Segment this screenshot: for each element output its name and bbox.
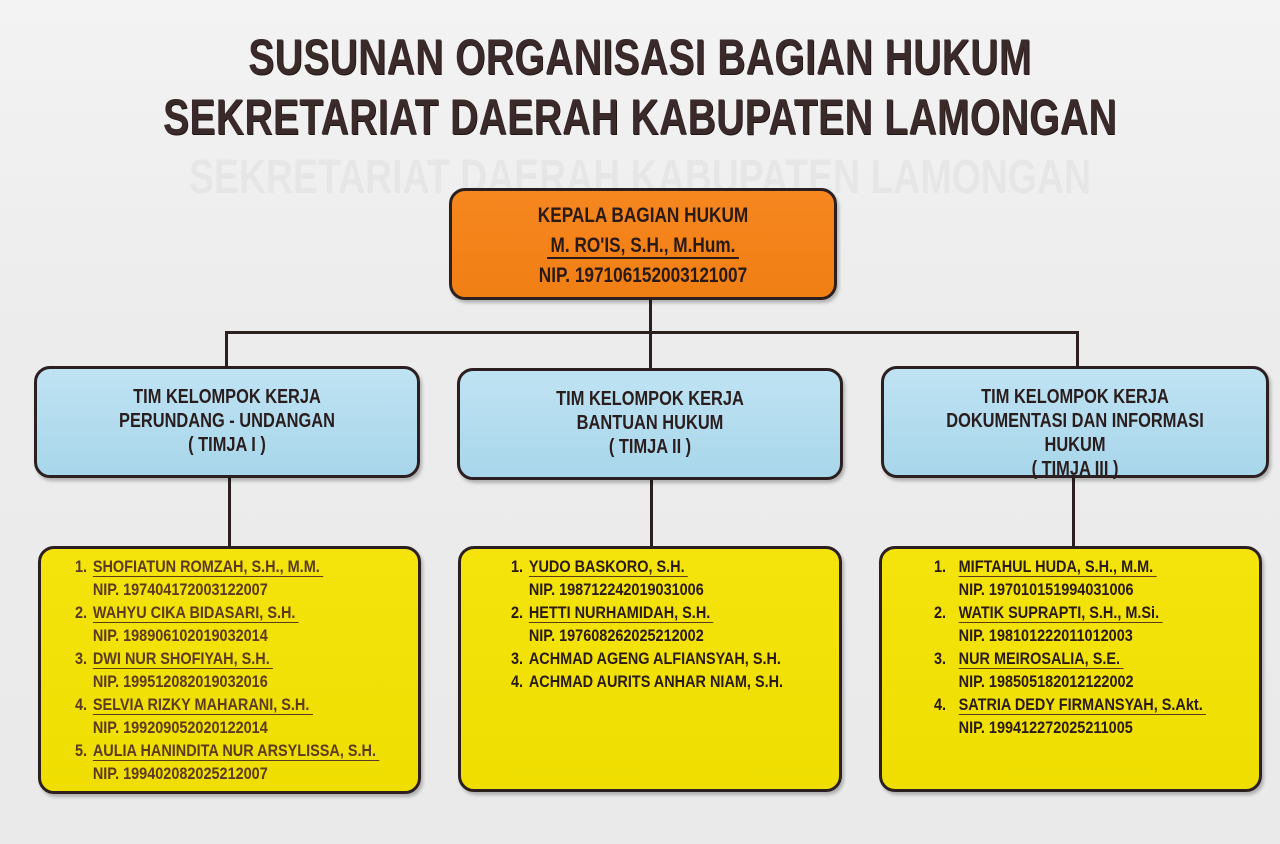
member-nip: NIP. 198712242019031006: [528, 580, 704, 599]
member-item: 3.ACHMAD AGENG ALFIANSYAH, S.H.: [511, 647, 832, 670]
member-box-timja-2: 1.YUDO BASKORO, S.H. NIP. 19871224201903…: [458, 546, 842, 792]
head-position: KEPALA BAGIAN HUKUM: [537, 204, 749, 227]
team-name: PERUNDANG - UNDANGAN: [119, 410, 335, 432]
member-box-timja-3: 1. MIFTAHUL HUDA, S.H., M.M. NIP. 1970101…: [879, 546, 1262, 792]
member-number: 3.: [934, 649, 947, 668]
team-label: TIM KELOMPOK KERJA: [981, 386, 1169, 408]
member-item: 4.ACHMAD AURITS ANHAR NIAM, S.H.: [511, 670, 832, 693]
member-number: 1.: [75, 557, 88, 576]
connector-head-down: [649, 299, 652, 369]
member-nip: NIP. 198101222011012003: [958, 626, 1133, 645]
team-box-timja-1: TIM KELOMPOK KERJA PERUNDANG - UNDANGAN …: [34, 366, 420, 478]
member-name: NUR MEIROSALIA, S.E.: [958, 649, 1124, 669]
head-of-division-box: KEPALA BAGIAN HUKUM M. RO'IS, S.H., M.Hu…: [449, 188, 837, 300]
member-nip: NIP. 199402082025212007: [92, 764, 268, 783]
team-name: DOKUMENTASI DAN INFORMASI HUKUM: [946, 410, 1204, 456]
member-item: 2. WATIK SUPRAPTI, S.H., M.Si. NIP. 19810…: [934, 601, 1254, 647]
team-code: ( TIMJA III ): [1031, 458, 1119, 480]
member-number: 3.: [511, 649, 524, 668]
member-item: 2.HETTI NURHAMIDAH, S.H. NIP. 1976082620…: [511, 601, 832, 647]
member-name: AULIA HANINDITA NUR ARSYLISSA, S.H.: [92, 741, 380, 761]
member-number: 1.: [511, 557, 524, 576]
member-nip: NIP. 197404172003122007: [92, 580, 268, 599]
title-line-1: SUSUNAN ORGANISASI BAGIAN HUKUM: [248, 29, 1032, 85]
member-number: 4.: [75, 695, 88, 714]
member-name: WATIK SUPRAPTI, S.H., M.Si.: [958, 603, 1163, 623]
member-item: 2.WAHYU CIKA BIDASARI, S.H. NIP. 1989061…: [75, 601, 395, 647]
team-label: TIM KELOMPOK KERJA: [133, 386, 321, 408]
member-list: 1.YUDO BASKORO, S.H. NIP. 19871224201903…: [461, 555, 839, 693]
member-name: ACHMAD AURITS ANHAR NIAM, S.H.: [528, 672, 784, 691]
head-name-row: M. RO'IS, S.H., M.Hum.: [486, 231, 799, 261]
team-name: BANTUAN HUKUM: [576, 412, 724, 434]
member-name: SELVIA RIZKY MAHARANI, S.H.: [92, 695, 313, 715]
member-nip: NIP. 199209052020122014: [92, 718, 268, 737]
member-item: 4. SATRIA DEDY FIRMANSYAH, S.Akt. NIP. 19…: [934, 693, 1254, 739]
team-code: ( TIMJA II ): [608, 436, 692, 458]
member-item: 1.YUDO BASKORO, S.H. NIP. 19871224201903…: [511, 555, 832, 601]
member-name: MIFTAHUL HUDA, S.H., M.M.: [958, 557, 1157, 577]
team-label: TIM KELOMPOK KERJA: [556, 388, 744, 410]
member-name: YUDO BASKORO, S.H.: [528, 557, 689, 577]
member-number: 1.: [934, 557, 947, 576]
member-number: 3.: [75, 649, 88, 668]
member-list: 1. MIFTAHUL HUDA, S.H., M.M. NIP. 1970101…: [882, 555, 1259, 739]
member-nip: NIP. 199412272025211005: [958, 718, 1133, 737]
member-box-timja-1: 1.SHOFIATUN ROMZAH, S.H., M.M. NIP. 1974…: [38, 546, 421, 794]
team-box-timja-2: TIM KELOMPOK KERJA BANTUAN HUKUM ( TIMJA…: [457, 368, 843, 480]
connector-team3-up: [1076, 331, 1079, 368]
member-number: 2.: [511, 603, 524, 622]
connector-horizontal: [225, 331, 1079, 334]
member-number: 4.: [934, 695, 947, 714]
member-item: 3. NUR MEIROSALIA, S.E. NIP. 198505182012…: [934, 647, 1254, 693]
member-number: 2.: [934, 603, 947, 622]
member-nip: NIP. 199512082019032016: [92, 672, 268, 691]
member-item: 1. MIFTAHUL HUDA, S.H., M.M. NIP. 1970101…: [934, 555, 1254, 601]
member-name: HETTI NURHAMIDAH, S.H.: [528, 603, 714, 623]
member-nip: NIP. 198906102019032014: [92, 626, 268, 645]
team-code: ( TIMJA I ): [188, 434, 266, 456]
team-box-timja-3: TIM KELOMPOK KERJA DOKUMENTASI DAN INFOR…: [881, 366, 1269, 480]
member-nip: NIP. 197010151994031006: [958, 580, 1134, 599]
member-nip: NIP. 198505182012122002: [958, 672, 1134, 691]
title-line-2: SEKRETARIAT DAERAH KABUPATEN LAMONGAN: [162, 89, 1118, 145]
member-item: 4.SELVIA RIZKY MAHARANI, S.H. NIP. 19920…: [75, 693, 395, 739]
member-list: 1.SHOFIATUN ROMZAH, S.H., M.M. NIP. 1974…: [41, 555, 418, 785]
member-name: DWI NUR SHOFIYAH, S.H.: [92, 649, 274, 669]
member-name: SHOFIATUN ROMZAH, S.H., M.M.: [92, 557, 324, 577]
connector-team1-members: [228, 477, 231, 548]
member-number: 2.: [75, 603, 88, 622]
member-number: 4.: [511, 672, 524, 691]
member-name: ACHMAD AGENG ALFIANSYAH, S.H.: [528, 649, 781, 668]
head-nip: NIP. 197106152003121007: [538, 264, 748, 287]
connector-team3-members: [1072, 477, 1075, 548]
member-item: 3.DWI NUR SHOFIYAH, S.H. NIP. 1995120820…: [75, 647, 395, 693]
connector-team1-up: [225, 331, 228, 368]
connector-team2-members: [650, 479, 653, 548]
member-name: WAHYU CIKA BIDASARI, S.H.: [92, 603, 299, 623]
member-item: 1.SHOFIATUN ROMZAH, S.H., M.M. NIP. 1974…: [75, 555, 395, 601]
member-nip: NIP. 197608262025212002: [528, 626, 704, 645]
member-name: SATRIA DEDY FIRMANSYAH, S.Akt.: [958, 695, 1207, 715]
member-number: 5.: [75, 741, 88, 760]
member-item: 5.AULIA HANINDITA NUR ARSYLISSA, S.H. NI…: [75, 739, 395, 785]
head-name: M. RO'IS, S.H., M.Hum.: [547, 234, 739, 259]
